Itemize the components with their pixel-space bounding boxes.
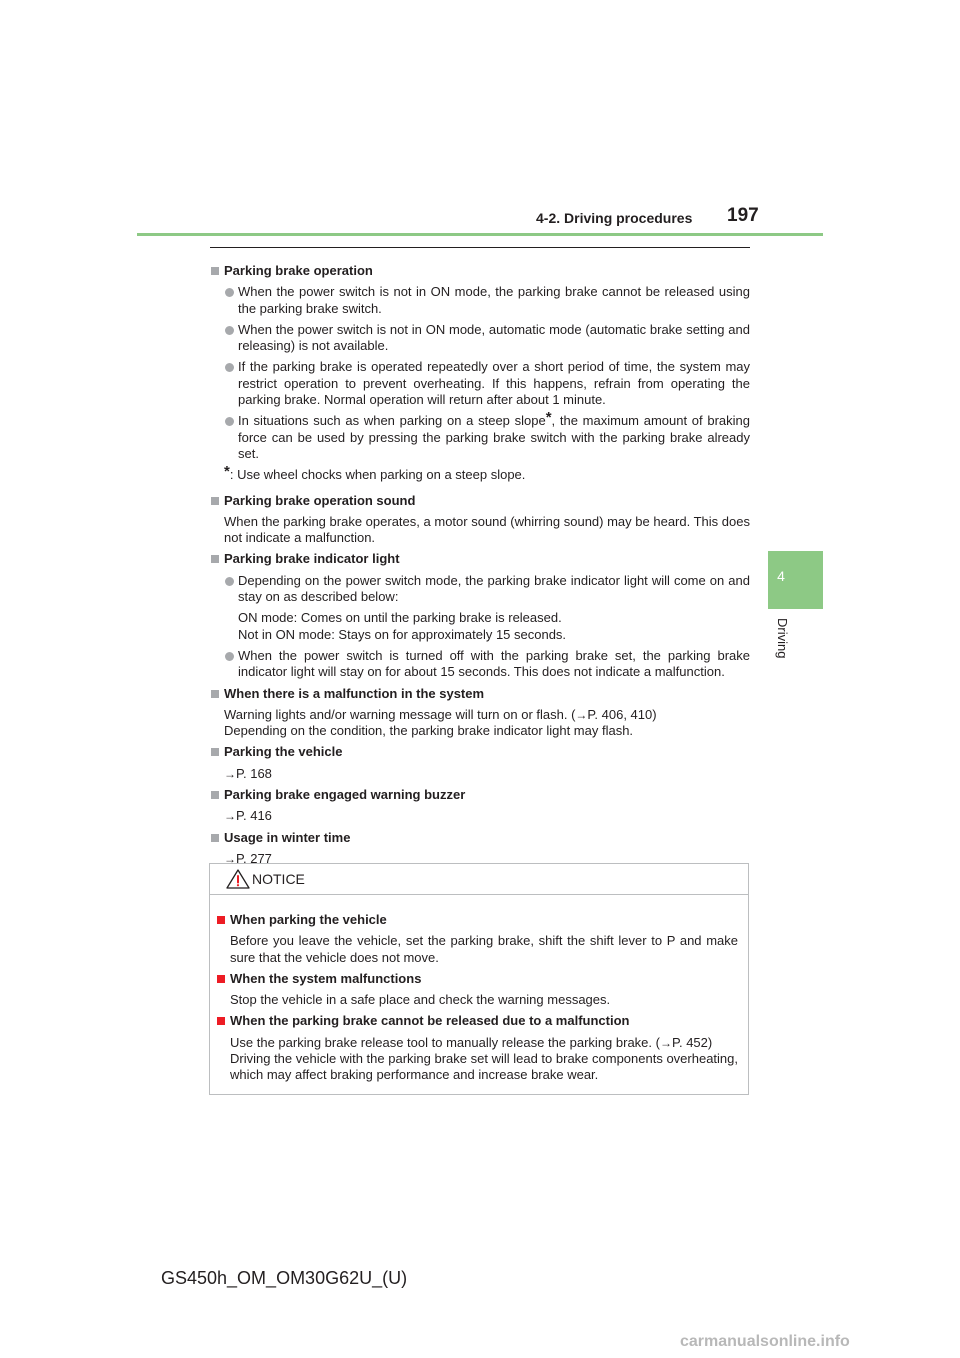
notice-paragraph: Before you leave the vehicle, set the pa…	[230, 933, 738, 965]
reference-line: →P. 416	[210, 808, 750, 824]
page-number: 197	[727, 205, 759, 226]
page-reference[interactable]: P. 416	[236, 808, 272, 824]
section-heading: Parking brake operation	[210, 263, 750, 279]
header-rule	[137, 233, 823, 236]
notice-header: NOTICE	[210, 864, 748, 895]
document-code-footer: GS450h_OM_OM30G62U_(U)	[161, 1268, 408, 1288]
warning-triangle-icon	[226, 869, 250, 889]
notice-body: When parking the vehicle Before you leav…	[210, 895, 748, 1084]
page-reference[interactable]: P. 168	[236, 765, 272, 781]
section-heading: Parking brake indicator light	[210, 551, 750, 567]
main-content: Parking brake operation When the power s…	[210, 258, 750, 867]
notice-paragraph: Use the parking brake release tool to ma…	[230, 1034, 738, 1083]
bullet-dot-icon	[225, 363, 234, 373]
notice-box: NOTICE When parking the vehicle Before y…	[209, 863, 749, 1095]
bullet-item: Depending on the power switch mode, the …	[210, 573, 750, 606]
arrow-right-icon: →	[224, 766, 236, 781]
page-reference[interactable]: P. 277	[236, 850, 272, 866]
running-header-section: 4-2. Driving procedures	[536, 210, 693, 226]
footnote: *: Use wheel chocks when parking on a st…	[224, 463, 526, 483]
indented-text: ON mode: Comes on until the parking brak…	[238, 610, 567, 642]
page-reference[interactable]: P. 406, 410)	[587, 706, 657, 722]
chapter-tab-label-text: Driving	[775, 618, 790, 659]
watermark: carmanualsonline.info	[680, 1333, 850, 1350]
arrow-right-icon: →	[224, 809, 236, 824]
bullet-item: When the power switch is not in ON mode,…	[210, 322, 750, 355]
section-heading: Parking the vehicle	[210, 744, 750, 760]
notice-heading: When the parking brake cannot be release…	[216, 1013, 738, 1029]
bullet-item: If the parking brake is operated repeate…	[210, 359, 750, 408]
notice-title: NOTICE	[252, 871, 305, 887]
section-heading: When there is a malfunction in the syste…	[210, 686, 750, 702]
page-reference[interactable]: P. 452)	[671, 1034, 713, 1050]
bullet-dot-icon	[225, 288, 234, 298]
section-heading: Usage in winter time	[210, 830, 750, 846]
paragraph: Warning lights and/or warning message wi…	[224, 706, 657, 739]
notice-paragraph: Stop the vehicle in a safe place and che…	[230, 992, 611, 1008]
notice-heading: When the system malfunctions	[216, 971, 738, 987]
section-heading: Parking brake operation sound	[210, 493, 750, 509]
bullet-dot-icon	[225, 325, 234, 335]
bullet-item: In situations such as when parking on a …	[210, 410, 750, 462]
bullet-dot-icon	[225, 417, 234, 427]
arrow-right-icon: →	[659, 1035, 672, 1050]
chapter-tab	[768, 551, 823, 609]
reference-line: →P. 168	[210, 766, 750, 782]
chapter-tab-label: Driving	[768, 618, 794, 678]
asterisk-mark: *	[545, 409, 552, 427]
notice-heading: When parking the vehicle	[216, 912, 738, 928]
chapter-tab-number: 4	[777, 568, 785, 584]
section-heading: Parking brake engaged warning buzzer	[210, 787, 750, 803]
bullet-item: When the power switch is turned off with…	[210, 648, 750, 681]
arrow-right-icon: →	[575, 707, 588, 722]
bullet-dot-icon	[225, 651, 234, 661]
content-top-rule	[210, 247, 750, 248]
footnote-asterisk: *	[224, 463, 230, 481]
reference-line: →P. 277	[210, 851, 750, 867]
arrow-right-icon: →	[224, 851, 236, 866]
paragraph: When the parking brake operates, a motor…	[224, 513, 750, 546]
bullet-dot-icon	[225, 576, 234, 586]
bullet-item: When the power switch is not in ON mode,…	[210, 284, 750, 317]
